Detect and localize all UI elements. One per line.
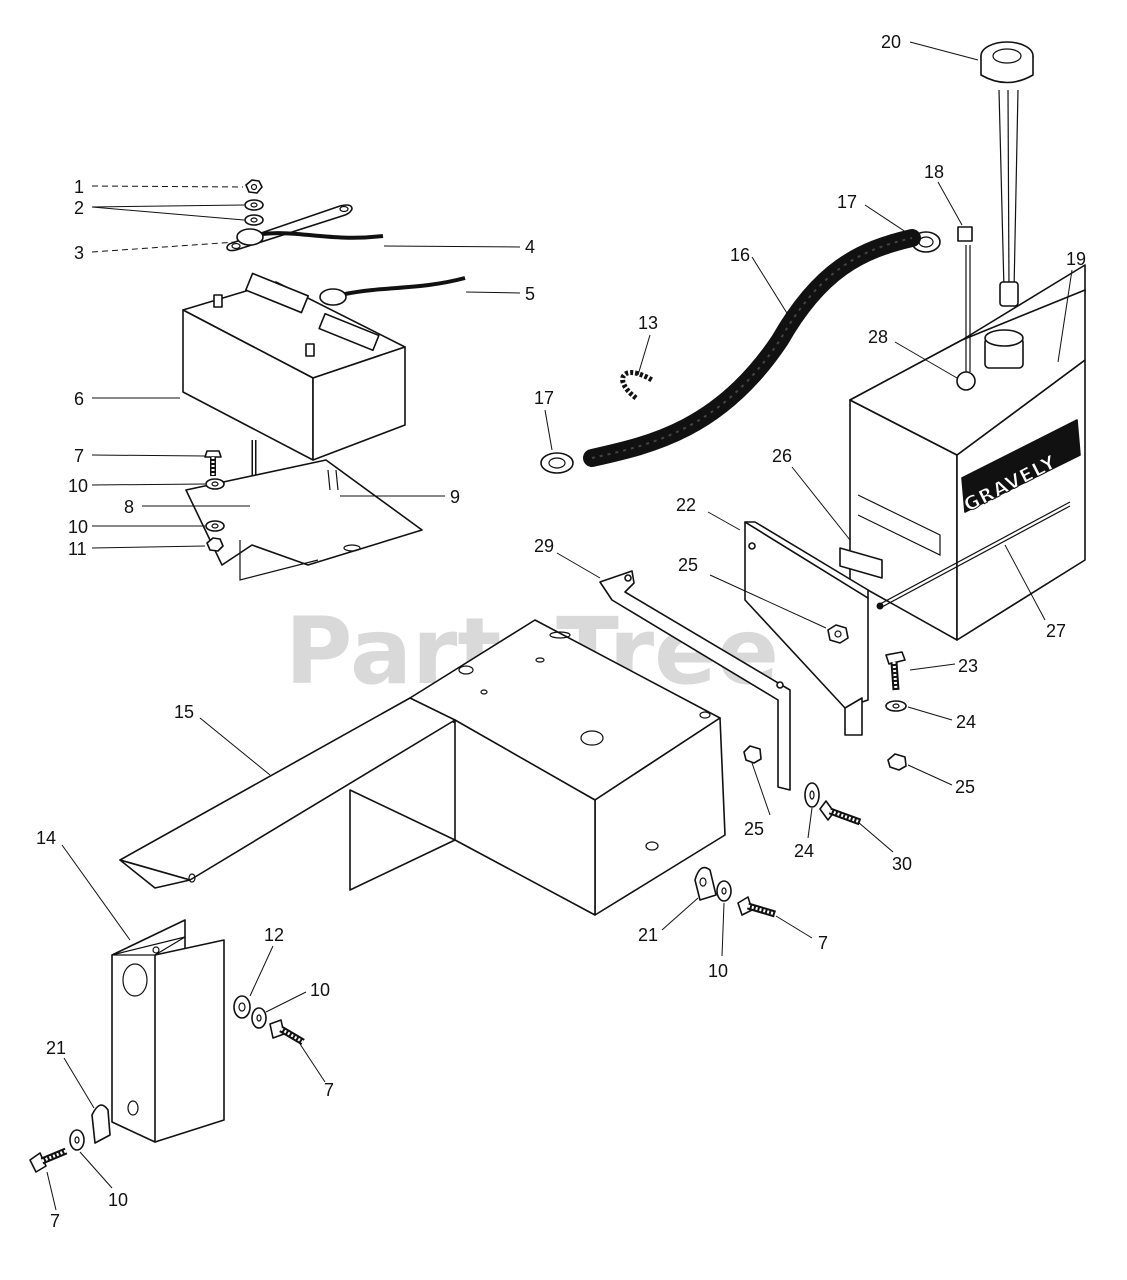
fuel-gauge-rod-27	[876, 501, 1071, 610]
callout-28: 28	[868, 327, 888, 347]
hose-clamp-17-lower	[540, 452, 574, 474]
battery-tray	[185, 459, 423, 581]
spacer-12	[233, 995, 251, 1019]
battery-nut	[245, 179, 263, 194]
callout-12: 12	[264, 925, 284, 945]
fuel-line-18	[957, 226, 973, 372]
callout-26: 26	[772, 446, 792, 466]
callout-10: 10	[68, 517, 88, 537]
callout-27: 27	[1046, 621, 1066, 641]
leader-lines	[46, 41, 1073, 1211]
callout-23: 23	[958, 656, 978, 676]
callout-13: 13	[638, 313, 658, 333]
callout-25: 25	[744, 819, 764, 839]
callout-18: 18	[924, 162, 944, 182]
callout-20: 20	[881, 32, 901, 52]
callout-25: 25	[955, 777, 975, 797]
tank-bracket-22	[744, 521, 869, 736]
callout-14: 14	[36, 828, 56, 848]
frame-15	[119, 619, 726, 916]
callout-24: 24	[794, 841, 814, 861]
bracket-14	[111, 919, 225, 1143]
washer-24-lower	[804, 782, 820, 808]
bolt-7-battery	[204, 450, 222, 476]
washer-10-battery-bottom	[205, 520, 225, 532]
callout-7: 7	[74, 446, 84, 466]
battery-cable-negative	[236, 228, 384, 246]
bolt-7-left-lower	[29, 1147, 68, 1173]
bolt-23	[885, 651, 906, 691]
washer-24-upper	[885, 700, 907, 712]
callout-21: 21	[638, 925, 658, 945]
callout-11: 11	[68, 539, 87, 559]
callout-7: 7	[324, 1080, 334, 1100]
callout-21: 21	[46, 1038, 66, 1058]
callout-1: 1	[74, 177, 84, 197]
callout-24: 24	[956, 712, 976, 732]
battery-cable-positive	[319, 276, 466, 306]
washer-10-left-upper	[251, 1007, 267, 1029]
callout-25: 25	[678, 555, 698, 575]
callout-17: 17	[534, 388, 554, 408]
callout-10: 10	[108, 1190, 128, 1210]
callout-labels: 1 2 3 4 5 6 7 10 8 9 10 11 13 16 17 17 1…	[36, 32, 1086, 1231]
fuel-tank: GRAVELY	[849, 264, 1086, 641]
cable-tie-13	[620, 370, 654, 400]
fuel-cap-gauge	[980, 41, 1034, 307]
washer-10-battery-top	[205, 478, 225, 490]
decal-26	[839, 547, 883, 579]
clip-21-right	[694, 866, 717, 901]
callout-16: 16	[730, 245, 750, 265]
washer-10-left-lower	[69, 1129, 85, 1151]
washer-10-right	[716, 880, 732, 902]
callout-10: 10	[708, 961, 728, 981]
callout-9: 9	[450, 487, 460, 507]
callout-10: 10	[68, 476, 88, 496]
fuel-hose-16	[583, 229, 921, 467]
callout-19: 19	[1066, 249, 1086, 269]
callout-15: 15	[174, 702, 194, 722]
callout-22: 22	[676, 495, 696, 515]
nut-25-upper	[827, 624, 849, 644]
support-angle-29	[599, 570, 791, 791]
callout-7: 7	[50, 1211, 60, 1231]
nut-11-battery	[206, 537, 224, 552]
nut-25-angle	[743, 745, 762, 764]
nut-25-lower	[887, 753, 907, 771]
callout-30: 30	[892, 854, 912, 874]
callout-17: 17	[837, 192, 857, 212]
callout-5: 5	[525, 284, 535, 304]
bolt-30	[819, 800, 862, 826]
callout-29: 29	[534, 536, 554, 556]
battery	[182, 272, 406, 461]
callout-3: 3	[74, 243, 84, 263]
bolt-7-left-upper	[269, 1019, 305, 1046]
bolt-7-right	[737, 896, 776, 918]
callout-7: 7	[818, 933, 828, 953]
callout-10: 10	[310, 980, 330, 1000]
callout-2: 2	[74, 198, 84, 218]
callout-4: 4	[525, 237, 535, 257]
clip-21-left	[91, 1104, 111, 1144]
callout-6: 6	[74, 389, 84, 409]
battery-washers	[244, 199, 264, 226]
callout-8: 8	[124, 497, 134, 517]
